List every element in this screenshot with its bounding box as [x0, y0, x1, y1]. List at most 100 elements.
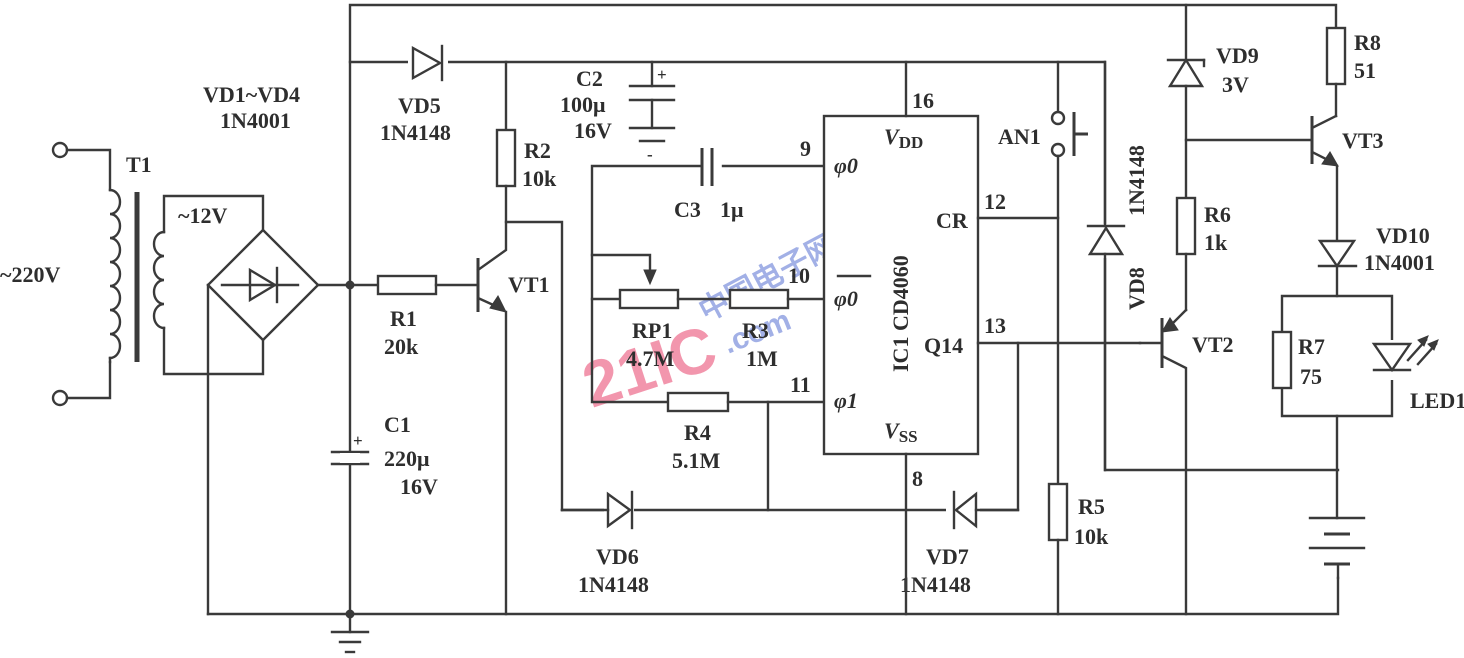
- led1-icon: [1371, 342, 1413, 373]
- transistor-vt2: VT2: [1138, 308, 1234, 616]
- resistor-r8: R8 51: [1325, 26, 1381, 118]
- resistor-r2: R2 10k: [495, 60, 557, 224]
- input-terminal-top: [51, 141, 69, 159]
- c2-ref: C2: [576, 66, 603, 91]
- c1-value: 220μ: [384, 446, 430, 471]
- vt3-emitter-arrow: [1321, 151, 1339, 167]
- rails: [206, 3, 1340, 654]
- pin-vss-name: VSS: [884, 418, 918, 446]
- bridge-diamond: [206, 228, 320, 342]
- transformer-ref: T1: [126, 152, 152, 177]
- r3-value: 1M: [746, 346, 778, 371]
- resistor-r6: R6 1k: [1175, 196, 1231, 312]
- led1-ref: LED1: [1410, 388, 1464, 413]
- diode-vd7: VD7 1N4148: [900, 341, 1020, 597]
- oscillator-network: C3 1μ RP1 4.7M R3 1M R4 5.1M: [590, 148, 824, 512]
- r7-ref: R7: [1298, 334, 1325, 359]
- rp1-ref: RP1: [632, 318, 672, 343]
- vd5-ref: VD5: [398, 93, 441, 118]
- r1-body: [376, 274, 438, 296]
- vd8-ref: VD8: [1124, 267, 1149, 310]
- r5-ref: R5: [1078, 494, 1105, 519]
- diode-vd10: VD10 1N4001: [1317, 223, 1435, 298]
- r5-body: [1047, 482, 1069, 542]
- pin-10-num: 10: [788, 263, 810, 288]
- pin-16-num: 16: [912, 88, 934, 113]
- bridge-part: 1N4001: [220, 108, 291, 133]
- pin-11-num: 11: [790, 372, 811, 397]
- c2-rating: 16V: [574, 118, 612, 143]
- r4-body: [666, 391, 730, 413]
- c2-minus: -: [647, 145, 653, 164]
- pin-12-num: 12: [984, 189, 1006, 214]
- vt2-emitter-arrow: [1161, 317, 1179, 333]
- vd6-part: 1N4148: [578, 572, 649, 597]
- ground-rail: [206, 576, 1340, 616]
- r4-value: 5.1M: [672, 448, 721, 473]
- ac-input: ~220V: [0, 141, 112, 407]
- ic1-label: IC1 CD4060: [888, 255, 913, 372]
- r8-body: [1325, 26, 1347, 86]
- r2-ref: R2: [524, 138, 551, 163]
- r8-value: 51: [1354, 58, 1376, 83]
- transistor-vt3: VT3: [1184, 114, 1384, 242]
- bridge-ref: VD1~VD4: [203, 82, 300, 107]
- led1-light-arrow: [1417, 335, 1429, 347]
- input-terminal-bottom: [51, 389, 69, 407]
- r1-value: 20k: [384, 334, 419, 359]
- r4-ref: R4: [684, 420, 711, 445]
- rp1-body: [618, 288, 680, 310]
- an1-ref: AN1: [998, 124, 1041, 149]
- vd7-ref: VD7: [926, 544, 969, 569]
- c2-value: 100μ: [560, 92, 606, 117]
- diode-vd6: VD6 1N4148: [560, 490, 1020, 597]
- r2-body: [495, 128, 517, 188]
- primary-coil: [108, 188, 122, 360]
- vd10-ref: VD10: [1376, 223, 1430, 248]
- r6-ref: R6: [1204, 202, 1231, 227]
- secondary-coil: [152, 230, 166, 330]
- vd9-ref: VD9: [1216, 43, 1259, 68]
- resistor-r1: R1 20k: [348, 274, 480, 359]
- r3-body: [728, 288, 790, 310]
- c3-value: 1μ: [720, 197, 744, 222]
- c1-ref: C1: [384, 412, 411, 437]
- c1-rating: 16V: [400, 474, 438, 499]
- zener-vd9: VD9 3V: [1166, 3, 1259, 200]
- c3-ref: C3: [674, 197, 701, 222]
- r7-body: [1271, 330, 1293, 390]
- capacitor-c2: + - C2 100μ 16V: [560, 60, 676, 164]
- capacitor-c1: + C1 220μ 16V: [330, 412, 438, 499]
- pin-13-num: 13: [984, 313, 1006, 338]
- vd6-ref: VD6: [596, 544, 639, 569]
- pin-vdd-name: VDD: [884, 124, 923, 152]
- pin-8-num: 8: [912, 466, 923, 491]
- c1-plus: +: [353, 431, 363, 450]
- vd10-diode-icon: [1317, 239, 1357, 269]
- transformer-t1: T1 ~12V: [108, 152, 265, 376]
- vt3-ref: VT3: [1342, 128, 1384, 153]
- an1-contact-top: [1050, 110, 1066, 126]
- load-network: R7 75 LED1: [1271, 294, 1464, 580]
- diode-vd8: VD8 1N4148: [1086, 60, 1149, 472]
- vd5-diode-icon: [411, 45, 443, 81]
- r3-ref: R3: [742, 318, 769, 343]
- ic1-cd4060: 16 VDD 9 φ0 10 φ0 11 φ1 12 CR 13 Q14 8 V…: [788, 60, 1142, 616]
- vt1-emitter-arrow: [489, 295, 507, 313]
- r5-value: 10k: [1074, 524, 1109, 549]
- an1-contact-bottom: [1050, 142, 1066, 158]
- pin-phi0bar-name: φ0: [834, 286, 858, 311]
- input-voltage-label: ~220V: [0, 262, 60, 287]
- r7-value: 75: [1300, 364, 1322, 389]
- pin-9-num: 9: [800, 136, 811, 161]
- vd5-part: 1N4148: [380, 120, 451, 145]
- secondary-voltage-label: ~12V: [178, 203, 227, 228]
- pin-phi1-name: φ1: [834, 388, 858, 413]
- r8-ref: R8: [1354, 30, 1381, 55]
- transistor-vt1: VT1: [476, 220, 564, 616]
- c2-plus: +: [657, 65, 667, 84]
- switch-an1: AN1 R5 10k: [998, 60, 1109, 616]
- vd9-value: 3V: [1222, 72, 1249, 97]
